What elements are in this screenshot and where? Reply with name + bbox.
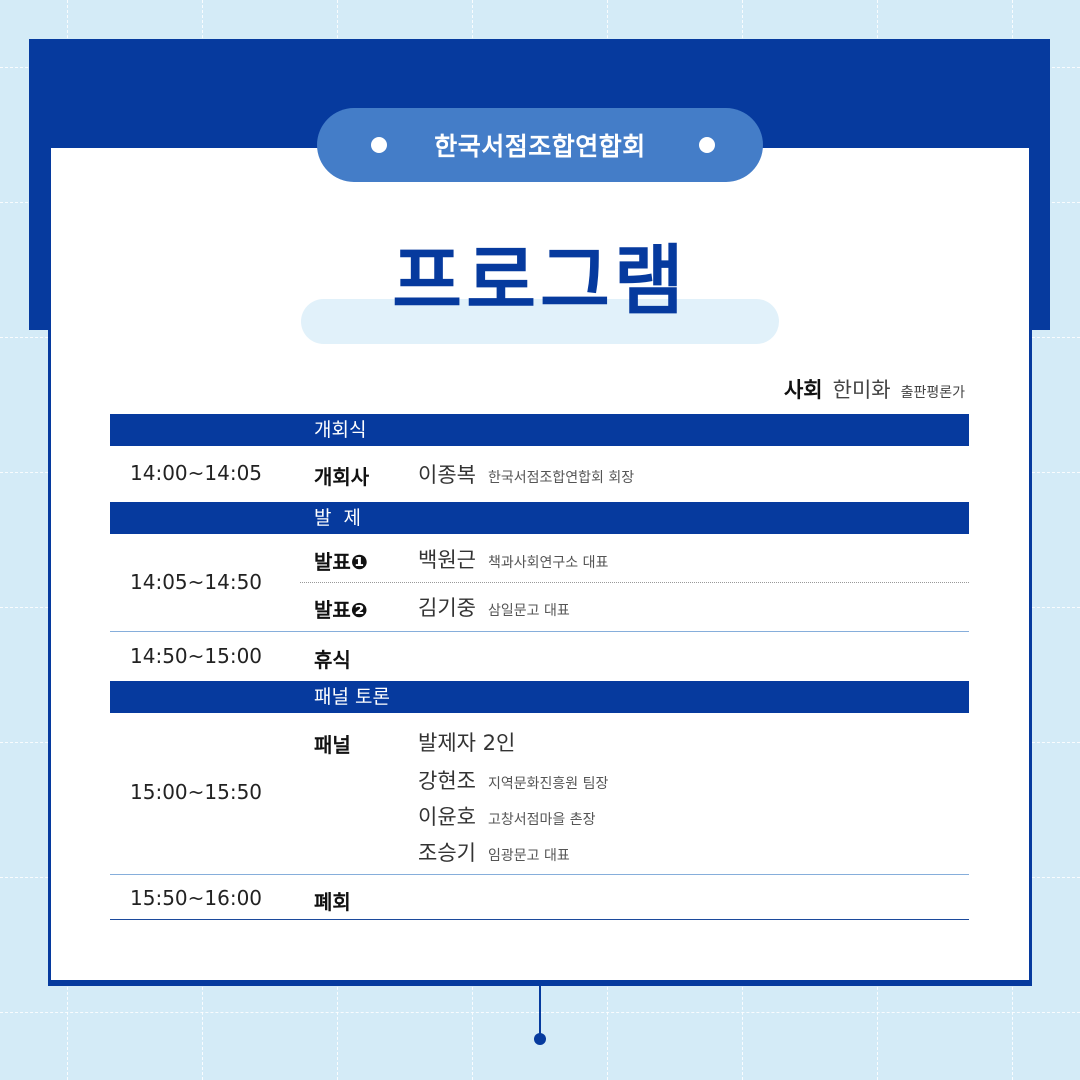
title-highlight [301, 299, 779, 344]
host-role: 출판평론가 [900, 385, 965, 401]
row-label: 발표❷ [314, 598, 368, 622]
panelist: 조승기 임광문고 대표 [418, 837, 570, 867]
panelist: 강현조 지역문화진흥원 팀장 [418, 765, 608, 795]
organization-name: 한국서점조합연합회 [434, 132, 646, 161]
speaker-role: 삼일문고 대표 [487, 603, 570, 619]
row-label: 휴식 [314, 648, 351, 672]
speaker-name: 백원근 [418, 548, 476, 572]
row-label: 개회사 [314, 465, 370, 489]
host-name: 한미화 [832, 378, 891, 402]
panelist-role: 고창서점마을 촌장 [487, 812, 596, 828]
row-divider [110, 874, 969, 875]
speaker: 이종복 한국서점조합연합회 회장 [418, 459, 634, 489]
row-time: 15:50~16:00 [130, 886, 263, 910]
panelist-role: 임광문고 대표 [487, 848, 570, 864]
panelist-name: 강현조 [418, 769, 476, 793]
program-card [48, 148, 1032, 986]
speaker-role: 책과사회연구소 대표 [487, 555, 609, 571]
row-label: 패널 [314, 733, 351, 757]
connector-line [539, 986, 541, 1038]
dotted-divider [300, 582, 969, 583]
connector-dot [534, 1033, 546, 1045]
speaker-role: 한국서점조합연합회 회장 [487, 470, 635, 486]
section-header-opening: 개회식 [110, 414, 969, 446]
panelist: 발제자 2인 [418, 727, 515, 757]
row-label: 폐회 [314, 890, 351, 914]
page-title: 프로그램 [392, 236, 688, 325]
row-divider [110, 631, 969, 632]
row-time: 14:05~14:50 [130, 570, 263, 594]
panelist-name: 조승기 [418, 841, 476, 865]
panelist: 이윤호 고창서점마을 촌장 [418, 801, 595, 831]
section-header-presentation: 발 제 [110, 502, 969, 534]
speaker: 김기중 삼일문고 대표 [418, 592, 570, 622]
host-info: 사회 한미화 출판평론가 [784, 374, 965, 404]
section-header-panel: 패널 토론 [110, 681, 969, 713]
bullet-dot-icon [699, 137, 715, 153]
row-time: 14:50~15:00 [130, 644, 263, 668]
speaker-name: 김기중 [418, 596, 476, 620]
organization-badge: 한국서점조합연합회 [317, 108, 763, 182]
table-bottom-border [110, 919, 969, 920]
row-time: 14:00~14:05 [130, 461, 263, 485]
row-label: 발표❶ [314, 550, 368, 574]
host-label: 사회 [783, 378, 823, 402]
bullet-dot-icon [371, 137, 387, 153]
panelist-name: 이윤호 [418, 805, 476, 829]
row-time: 15:00~15:50 [130, 780, 263, 804]
speaker: 백원근 책과사회연구소 대표 [418, 544, 608, 574]
panelist-role: 지역문화진흥원 팀장 [487, 776, 609, 792]
panelist-name: 발제자 2인 [418, 731, 516, 755]
speaker-name: 이종복 [418, 463, 476, 487]
